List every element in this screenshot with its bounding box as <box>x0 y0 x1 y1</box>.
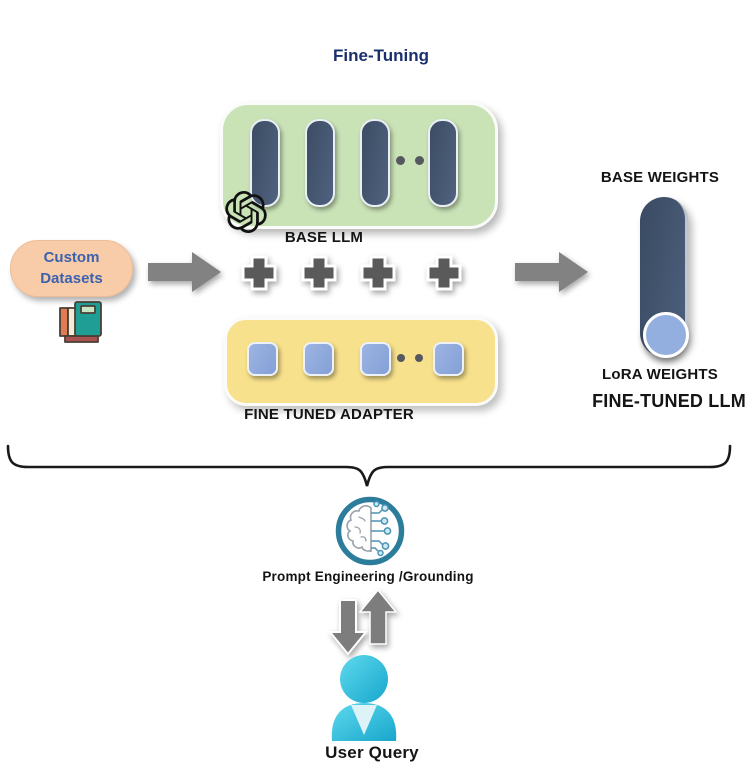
fine-tuned-adapter-box <box>224 317 498 406</box>
ellipsis-dot <box>415 354 423 362</box>
plus-icon <box>301 255 337 291</box>
right-block-arrow-icon <box>515 252 588 292</box>
fine-tuned-llm-label: FINE-TUNED LLM <box>592 391 746 411</box>
adapter-label: FINE TUNED ADAPTER <box>244 406 414 423</box>
base-llm-box <box>220 102 498 229</box>
openai-logo-icon <box>225 191 267 233</box>
right-block-arrow-icon <box>148 252 221 292</box>
person-icon <box>331 655 397 741</box>
user-query-label: User Query <box>325 743 419 762</box>
underbrace-shape <box>6 444 732 487</box>
up-down-arrows-icon <box>328 588 398 656</box>
adapter-unit <box>247 342 278 376</box>
diagram-title: Fine-Tuning <box>333 46 429 65</box>
plus-icon <box>360 255 396 291</box>
ellipsis-dot <box>396 156 405 165</box>
books-icon <box>59 301 102 343</box>
adapter-unit <box>360 342 391 376</box>
lora-weights-label: LoRA WEIGHTS <box>602 366 718 383</box>
custom-datasets-box: Custom Datasets <box>10 240 133 297</box>
grounding-label: Prompt Engineering /Grounding <box>262 569 474 584</box>
base-weight-pill <box>250 119 280 207</box>
custom-datasets-label: Custom Datasets <box>40 249 103 287</box>
ellipsis-dot <box>397 354 405 362</box>
base-weight-pill <box>428 119 458 207</box>
adapter-unit <box>433 342 464 376</box>
ellipsis-dot <box>415 156 424 165</box>
brain-circuit-icon <box>335 496 405 566</box>
base-weight-pill <box>360 119 390 207</box>
base-weight-pill <box>305 119 335 207</box>
plus-icon <box>426 255 462 291</box>
adapter-unit <box>303 342 334 376</box>
base-llm-label: BASE LLM <box>284 229 364 246</box>
plus-icon <box>241 255 277 291</box>
base-weights-label: BASE WEIGHTS <box>600 169 720 186</box>
lora-weights-circle <box>643 312 689 358</box>
